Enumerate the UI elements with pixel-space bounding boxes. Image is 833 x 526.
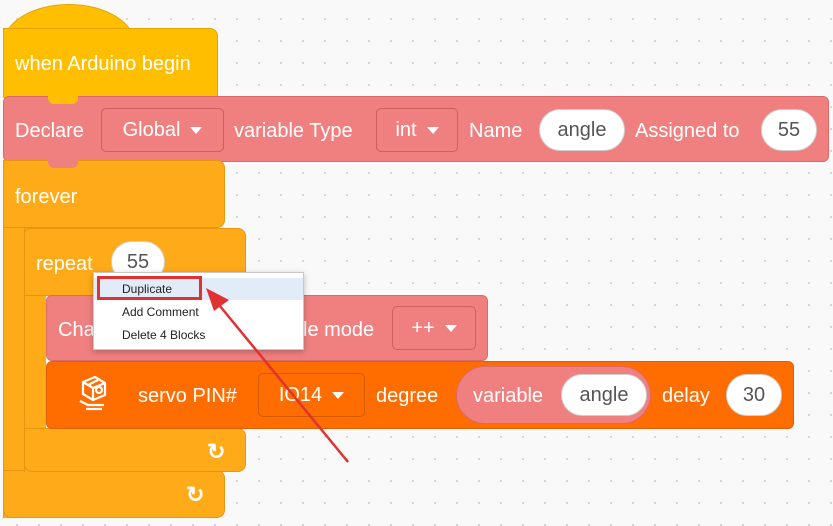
degree-label: degree [376, 385, 439, 407]
pin-dropdown[interactable]: IO14 [258, 373, 365, 417]
forever-block[interactable] [3, 160, 225, 228]
type-value: int [395, 118, 417, 141]
menu-item-duplicate[interactable]: Duplicate [94, 278, 303, 300]
change-label-mode: le mode [303, 319, 375, 341]
variable-type-label: variable Type [234, 120, 353, 142]
menu-item-add-comment[interactable]: Add Comment [122, 305, 199, 319]
forever-block-bottom [3, 470, 225, 518]
type-dropdown[interactable]: int [376, 108, 458, 152]
repeat-label: repeat [36, 253, 93, 275]
menu-item-delete-blocks[interactable]: Delete 4 Blocks [122, 328, 206, 342]
servo-motor-icon [74, 374, 112, 414]
servo-block[interactable] [46, 361, 794, 429]
caret-down-icon [190, 126, 203, 134]
name-label: Name [469, 120, 523, 142]
caret-down-icon [426, 126, 439, 134]
scope-dropdown[interactable]: Global [101, 108, 224, 152]
loop-arrow-icon: ↻ [207, 439, 226, 464]
variable-name-input[interactable]: angle [539, 109, 625, 151]
delay-label: delay [662, 385, 710, 407]
servo-pin-label: servo PIN# [138, 385, 237, 407]
mode-dropdown[interactable]: ++ [392, 306, 476, 350]
forever-label: forever [15, 186, 78, 208]
loop-arrow-icon: ↻ [186, 482, 205, 507]
forever-block-arm [3, 160, 25, 518]
change-label-start: Cha [58, 319, 95, 341]
reporter-label: variable [473, 385, 544, 407]
context-menu: Duplicate Add Comment Delete 4 Blocks [93, 272, 304, 350]
assigned-value-input[interactable]: 55 [761, 109, 817, 151]
scope-value: Global [122, 118, 181, 141]
duplicate-highlight-box [97, 276, 202, 300]
caret-down-icon [444, 324, 457, 332]
declare-label: Declare [15, 120, 84, 142]
delay-input[interactable]: 30 [726, 374, 782, 416]
mode-value: ++ [411, 316, 435, 339]
hat-block-label: when Arduino begin [15, 53, 191, 75]
caret-down-icon [332, 391, 345, 399]
reporter-variable-input[interactable]: angle [561, 374, 647, 416]
assigned-to-label: Assigned to [635, 120, 740, 142]
